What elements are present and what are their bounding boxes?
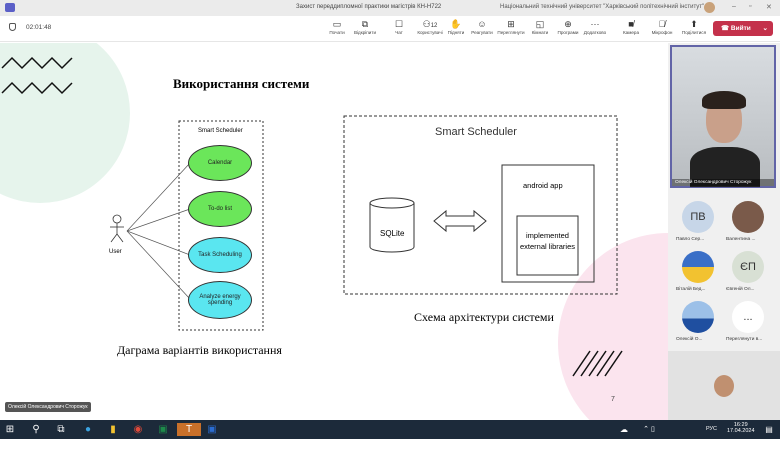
shield-icon (9, 23, 16, 31)
taskbar: ⊞ ⚲ ⧉ ● ▮ ◉ ▣ T ▣ ☁ ⌃ ▯ ▮ ◌ ◁) РУС 16:29… (0, 420, 780, 459)
participant-name: Євгеній Ол... (726, 287, 755, 292)
account-avatar[interactable] (704, 2, 715, 13)
more-icon: ··· (590, 19, 600, 29)
participant-avatar[interactable] (682, 301, 714, 333)
weather-icon[interactable]: ☁ (620, 425, 628, 434)
telegram-icon[interactable]: ● (84, 424, 92, 435)
usecase-task-scheduling: Task Scheduling (188, 237, 252, 273)
usecase-calendar: Calendar (188, 145, 252, 181)
mic-button[interactable]: 🎙̸Мікрофон (647, 19, 677, 35)
slide-title: Використання системи (173, 76, 310, 91)
smile-icon: ☺ (477, 19, 487, 29)
more-button[interactable]: ···Додатково (580, 19, 610, 35)
usecase-system-label: Smart Scheduler (198, 128, 243, 134)
raise-hand-button[interactable]: ✋Підняти (441, 19, 471, 35)
leave-button[interactable]: ☎ Вийти⌄ (713, 21, 773, 36)
system-tray-icons[interactable]: ⌃ ▯ ▮ ◌ ◁) (643, 426, 655, 459)
arch-title: Smart Scheduler (435, 126, 517, 138)
share-screen-button[interactable]: ▭Почати (322, 19, 352, 35)
participant-name: Павло Сер... (676, 237, 705, 242)
participant-name: Віталій Бед... (676, 287, 706, 292)
chat-button[interactable]: ☐Чат (384, 19, 414, 35)
share-icon: ⬆ (690, 19, 698, 29)
windows-start-icon[interactable]: ⊞ (5, 424, 15, 435)
window-title: Захист переддипломної практики магістрів… (296, 4, 442, 10)
camera-off-icon: ■̸ (628, 19, 634, 29)
presenter-video[interactable]: Олексій Олександрович Сторожук (670, 45, 776, 188)
file-explorer-icon[interactable]: ▮ (110, 424, 116, 435)
presenter-label: Олексій Олександрович Сторожук (5, 402, 91, 412)
unpin-button[interactable]: ⧉Відкріпити (350, 19, 380, 35)
notifications-icon[interactable]: ▤ (765, 425, 773, 434)
chevron-down-icon[interactable]: ⌄ (762, 25, 768, 32)
meeting-timer: 02:01:48 (26, 24, 52, 31)
usecase-todo: To-do list (188, 191, 252, 227)
react-button[interactable]: ☺Реагувати (467, 19, 497, 35)
maximize-button[interactable]: ▫ (749, 3, 752, 10)
participants-panel: Олексій Олександрович Сторожук ПВ Павло … (668, 43, 780, 420)
participant-avatar[interactable] (732, 201, 764, 233)
apps-icon: ⊕ (564, 19, 572, 29)
search-icon[interactable]: ⚲ (32, 424, 40, 435)
share-screen-icon: ▭ (332, 19, 342, 29)
grid-icon: ⊞ (507, 19, 515, 29)
participant-avatar[interactable]: ЄП (732, 251, 764, 283)
shared-slide: Використання системи Smart Scheduler Use… (0, 43, 668, 420)
people-icon: ⚇12 (422, 19, 438, 29)
self-view (668, 351, 780, 420)
unpin-icon: ⧉ (361, 19, 369, 29)
mic-off-icon: 🎙̸ (658, 19, 666, 29)
share-button[interactable]: ⬆Поділитися (679, 19, 709, 35)
slide-decoration (0, 43, 668, 420)
hand-icon: ✋ (450, 19, 462, 29)
chat-icon: ☐ (394, 19, 404, 29)
task-view-icon[interactable]: ⧉ (57, 424, 65, 435)
page-number: 7 (611, 396, 615, 403)
title-bar: Захист переддипломної практики магістрів… (0, 0, 780, 16)
camera-button[interactable]: ■̸Камера (616, 19, 646, 35)
app-label: android app (523, 181, 563, 190)
libs-label: implemented external libraries (519, 231, 576, 251)
rooms-button[interactable]: ◱Кімнати (525, 19, 555, 35)
keyboard-language[interactable]: РУС (706, 426, 718, 432)
excel-icon[interactable]: ▣ (158, 424, 168, 435)
participant-avatar[interactable] (682, 251, 714, 283)
chrome-icon[interactable]: ◉ (133, 424, 143, 435)
close-button[interactable]: ✕ (766, 4, 772, 11)
db-label: SQLite (380, 229, 405, 238)
actor-label: User (109, 249, 122, 255)
word-icon[interactable]: ▣ (207, 424, 217, 435)
participant-name: Валентина ... (726, 237, 756, 242)
usecase-energy: Analyze energy spending (188, 281, 252, 319)
usecase-caption: Даграма варіантів використання (117, 343, 282, 357)
teams-taskbar-icon[interactable]: T (177, 423, 201, 436)
minimize-button[interactable]: – (732, 3, 736, 10)
view-all-button[interactable]: ... (732, 301, 764, 333)
org-name[interactable]: Національний технічний університет "Харк… (500, 4, 705, 10)
presenter-name: Олексій Олександрович Сторожук (672, 179, 774, 186)
view-all-label: Переглянути в... (726, 337, 763, 342)
rooms-icon: ◱ (535, 19, 545, 29)
phone-icon: ☎ (721, 25, 731, 32)
arch-caption: Схема архітектури системи (414, 310, 554, 324)
participant-name: Олексій О... (676, 337, 703, 342)
apps-button[interactable]: ⊕Програми (553, 19, 583, 35)
teams-icon (5, 3, 15, 12)
participant-avatar[interactable]: ПВ (682, 201, 714, 233)
view-button[interactable]: ⊞Переглянути (497, 19, 525, 35)
